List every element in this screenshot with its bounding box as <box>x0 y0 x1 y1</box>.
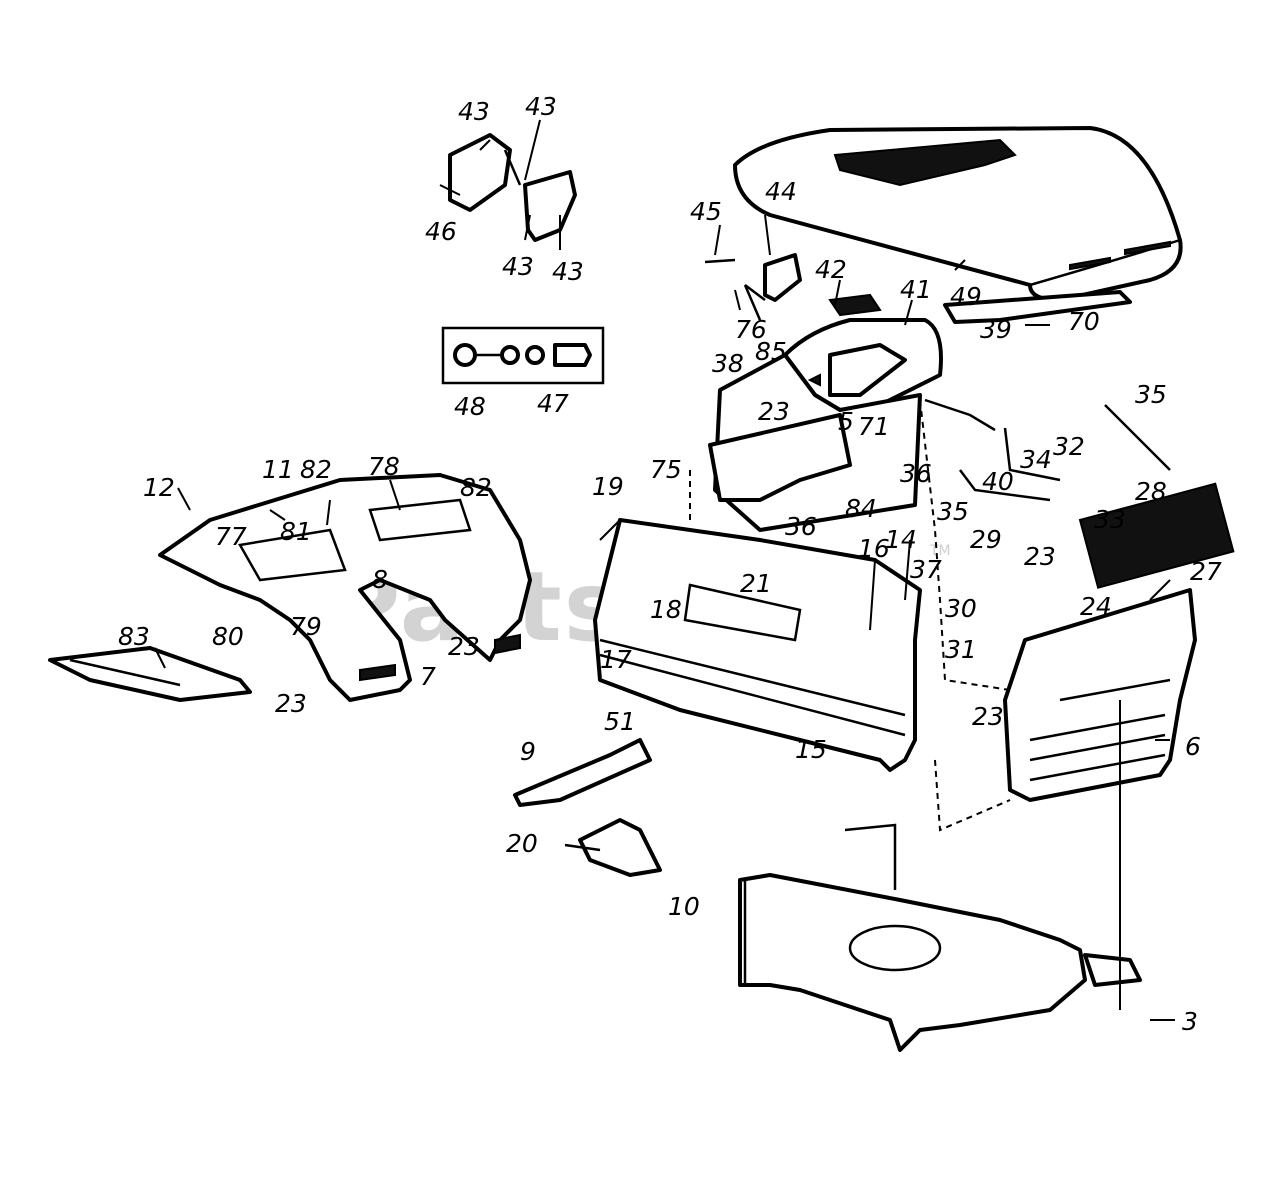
callout-18: 18 <box>650 595 682 624</box>
watermark-trademark: TM <box>929 543 951 559</box>
callout-35: 35 <box>937 497 969 526</box>
callout-20: 20 <box>506 829 538 858</box>
steering-bracket <box>704 253 882 321</box>
callout-19: 19 <box>592 472 624 501</box>
callout-85: 85 <box>755 337 787 366</box>
dash-bracket <box>708 413 852 502</box>
callout-41: 41 <box>900 275 932 304</box>
callout-23: 23 <box>1024 542 1056 571</box>
front-nose <box>1003 482 1235 802</box>
callout-82: 82 <box>300 455 332 484</box>
callout-9: 9 <box>520 737 536 766</box>
callout-75: 75 <box>650 455 682 484</box>
callout-39: 39 <box>980 315 1012 344</box>
callout-43: 43 <box>525 92 557 121</box>
callout-11: 11 <box>262 455 294 484</box>
callout-43: 43 <box>552 257 584 286</box>
callout-42: 42 <box>815 255 847 284</box>
callout-29: 29 <box>970 525 1002 554</box>
callout-7: 7 <box>420 662 436 691</box>
callout-17: 17 <box>600 645 632 674</box>
callout-3: 3 <box>1182 1007 1198 1036</box>
callout-84: 84 <box>845 494 877 523</box>
callout-36: 36 <box>785 512 817 541</box>
callout-79: 79 <box>290 612 322 641</box>
callout-43: 43 <box>502 252 534 281</box>
callout-34: 34 <box>1020 445 1052 474</box>
callout-46: 46 <box>425 217 457 246</box>
callout-40: 40 <box>982 467 1014 496</box>
callout-49: 49 <box>950 282 982 311</box>
callout-36: 36 <box>900 459 932 488</box>
callout-21: 21 <box>740 569 772 598</box>
callout-27: 27 <box>1190 557 1222 586</box>
battery-bracket <box>513 738 662 877</box>
callout-23: 23 <box>275 689 307 718</box>
callout-31: 31 <box>945 635 977 664</box>
callout-8: 8 <box>372 565 388 594</box>
frame <box>738 823 1142 1052</box>
callout-labels: 43 43 43 43 46 44 45 42 41 49 76 38 85 7… <box>118 92 1222 1036</box>
callout-77: 77 <box>215 522 247 551</box>
callout-83: 83 <box>118 622 150 651</box>
callout-35: 35 <box>1135 380 1167 409</box>
callout-5: 5 <box>838 407 854 436</box>
callout-6: 6 <box>1185 732 1201 761</box>
callout-76: 76 <box>735 315 767 344</box>
callout-28: 28 <box>1135 477 1167 506</box>
callout-47: 47 <box>537 389 569 418</box>
callout-23: 23 <box>448 632 480 661</box>
callout-23: 23 <box>972 702 1004 731</box>
callout-51: 51 <box>604 707 636 736</box>
callout-15: 15 <box>795 735 827 764</box>
leaders <box>154 119 1175 1021</box>
callout-32: 32 <box>1053 432 1085 461</box>
hood <box>733 126 1183 302</box>
callout-10: 10 <box>668 892 700 921</box>
hinge-assembly <box>448 133 577 242</box>
callout-43: 43 <box>458 97 490 126</box>
callout-44: 44 <box>765 177 797 206</box>
callout-30: 30 <box>945 594 977 623</box>
callout-48: 48 <box>454 392 486 421</box>
front-panel <box>593 518 922 772</box>
ignition-box <box>441 326 605 385</box>
callout-45: 45 <box>690 197 722 226</box>
callout-38: 38 <box>712 349 744 378</box>
callout-16: 16 <box>858 534 890 563</box>
callout-78: 78 <box>368 452 400 481</box>
callout-14: 14 <box>885 525 917 554</box>
callout-80: 80 <box>212 622 244 651</box>
callout-81: 81 <box>280 517 312 546</box>
frame-bracket <box>924 290 1171 502</box>
rear-fender <box>158 473 532 702</box>
foot-pad <box>48 646 252 702</box>
callout-33: 33 <box>1094 505 1126 534</box>
callout-12: 12 <box>143 473 175 502</box>
callout-23: 23 <box>758 397 790 426</box>
callout-37: 37 <box>910 555 942 584</box>
callout-82: 82 <box>460 473 492 502</box>
callout-71: 71 <box>858 412 890 441</box>
callout-24: 24 <box>1080 592 1112 621</box>
callout-70: 70 <box>1068 307 1100 336</box>
